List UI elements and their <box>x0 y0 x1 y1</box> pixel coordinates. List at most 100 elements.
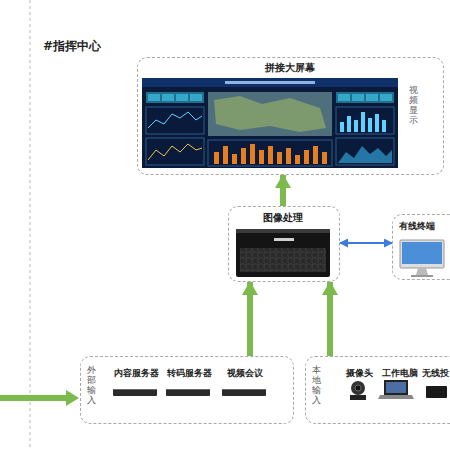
rack-server-part <box>240 248 326 272</box>
video-wall-screen-part <box>338 94 350 101</box>
connector-arrow <box>247 282 253 356</box>
video-wall-screen-part <box>352 94 364 101</box>
diagram-title: #指挥中心 <box>43 38 101 55</box>
process-box: 图像处理 <box>228 206 340 282</box>
video-wall-screen-part <box>146 92 204 103</box>
video-wall-screen-part <box>223 146 228 164</box>
server-icons-part <box>113 389 157 390</box>
video-wall-screen-part <box>354 120 358 132</box>
video-wall-screen-part <box>148 94 160 101</box>
video-wall-screen-part <box>232 154 237 164</box>
video-wall-screen-part <box>225 81 315 84</box>
laptop-icon-part <box>384 380 408 395</box>
vertical-label: 本地输入 <box>312 366 321 406</box>
group-heading: 拼接大屏幕 <box>138 61 441 75</box>
server-icons-part <box>166 389 210 390</box>
video-wall-screen-part <box>142 78 398 87</box>
video-wall-screen-part <box>146 107 204 134</box>
monitor-icon-part <box>400 240 444 268</box>
device-label: 内容服务器 <box>110 368 162 380</box>
terminal-box: 有线终端 <box>392 214 450 280</box>
video-wall-screen-part <box>366 94 378 101</box>
video-wall-screen-part <box>313 146 318 164</box>
video-wall-screen-part <box>142 78 398 168</box>
video-wall-screen-part <box>368 118 372 132</box>
video-wall-screen-part <box>259 150 264 164</box>
rack-server-part <box>274 238 294 241</box>
input-group: 本地输入 摄像头工作电脑无线投 <box>305 356 450 424</box>
video-wall-screen-part <box>208 140 332 166</box>
incoming-arrow-part <box>0 395 68 401</box>
device-item: 视频会议 <box>219 367 274 403</box>
device-item: 工作电脑 <box>380 367 423 403</box>
video-wall-screen <box>142 78 398 168</box>
device-label: 视频会议 <box>219 368 271 380</box>
display-group: 拼接大屏幕视频显示 <box>137 57 444 175</box>
video-wall-screen-part <box>340 122 344 132</box>
monitor-icon <box>400 240 444 277</box>
video-wall-screen-part <box>190 94 202 101</box>
device-item: 内容服务器 <box>110 367 165 403</box>
box-heading: 有线终端 <box>399 220 435 233</box>
server-icons-part <box>166 389 210 396</box>
video-wall-screen-part <box>148 112 202 128</box>
monitor-icon-part <box>402 242 442 264</box>
incoming-arrow-part <box>66 390 79 406</box>
video-wall-screen-part <box>347 116 351 132</box>
video-wall-screen-part <box>382 120 386 132</box>
video-wall-screen-part <box>361 112 365 132</box>
video-wall-screen-part <box>295 155 300 164</box>
video-wall-screen-part <box>338 146 392 163</box>
device-label: 工作电脑 <box>380 368 420 380</box>
video-wall-screen-part <box>304 150 309 164</box>
device-label: 摄像头 <box>338 368 380 380</box>
video-wall-screen-part <box>268 146 273 164</box>
rack-server-part <box>236 229 330 277</box>
connector-arrow <box>327 282 333 356</box>
video-wall-screen-part <box>146 138 204 165</box>
video-wall-screen-part <box>214 152 219 164</box>
video-wall-screen-part <box>148 144 202 160</box>
monitor-icon-part <box>411 275 433 277</box>
video-wall-screen-part <box>176 94 188 101</box>
video-wall-screen-part <box>214 96 326 132</box>
video-wall-screen-part <box>336 138 394 165</box>
video-wall-screen-part <box>208 92 332 136</box>
device-item: 摄像头 <box>338 367 383 403</box>
connector-arrow <box>340 242 392 244</box>
server-icons-part <box>222 389 266 396</box>
monitor-icon-part <box>416 268 428 275</box>
projector-icon <box>426 386 447 398</box>
laptop-icon <box>378 380 414 399</box>
laptop-icon-part <box>386 382 406 393</box>
server-icons-part <box>222 389 266 390</box>
camera-icon-part <box>355 385 361 391</box>
server-icons-part <box>113 389 157 396</box>
device-item: 无线投 <box>422 367 450 403</box>
laptop-icon-part <box>378 395 414 399</box>
input-group: 外部输入 内容服务器转码服务器视频会议 <box>80 356 294 424</box>
rack-server <box>236 229 330 277</box>
camera-icon-part <box>350 395 366 400</box>
video-wall-screen-part <box>375 114 379 132</box>
video-wall-screen-part <box>336 92 394 103</box>
video-wall-screen-part <box>380 94 392 101</box>
video-wall-screen-part <box>277 152 282 164</box>
video-wall-screen-part <box>286 148 291 164</box>
device-label: 无线投 <box>422 368 449 380</box>
rack-server-part <box>236 229 330 233</box>
vertical-label: 视频显示 <box>409 86 418 126</box>
device-label: 转码服务器 <box>163 368 215 380</box>
video-wall-screen-part <box>250 144 255 164</box>
projector-icon-part <box>426 386 447 398</box>
camera-icon <box>350 381 366 400</box>
server-icons <box>113 389 266 396</box>
camera-icon-part <box>351 381 365 395</box>
incoming-arrow <box>0 390 79 406</box>
vertical-label: 外部输入 <box>87 366 96 406</box>
video-wall-screen-part <box>162 94 174 101</box>
device-item: 转码服务器 <box>163 367 218 403</box>
